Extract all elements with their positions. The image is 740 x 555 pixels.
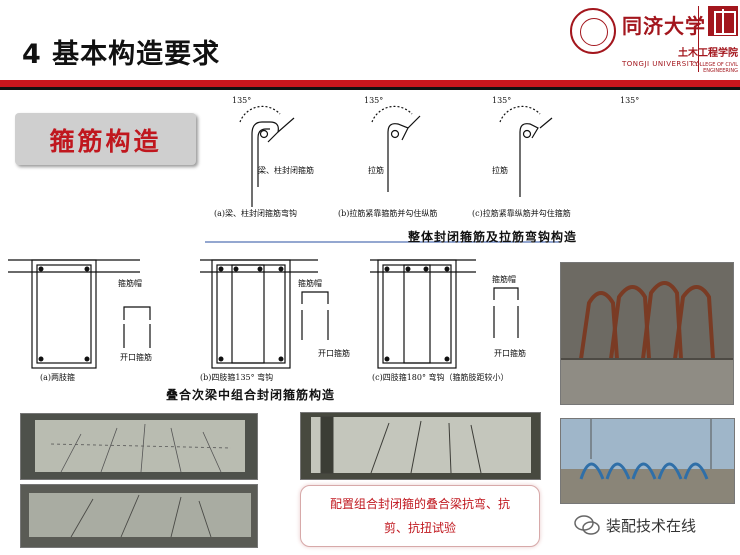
stirrup-drawing-sheet: 135° 135° 135° 135° 梁、柱封闭箍筋 拉筋 拉筋 (a)梁、柱…	[0, 92, 639, 402]
hook-label-b: 拉筋	[368, 166, 384, 175]
rebar-site-photo	[560, 418, 735, 504]
college-emblem-icon	[708, 6, 738, 36]
open-stirrup-label-c: 开口箍筋	[494, 349, 526, 358]
hook-label-c: 拉筋	[492, 166, 508, 175]
cap-label-c: 箍筋帽	[492, 275, 516, 284]
beam-test-photo-1	[20, 413, 258, 480]
hook-caption-b: (b)拉筋紧靠箍筋并勾住纵筋	[338, 209, 438, 218]
rebar-cage-photo	[560, 262, 734, 405]
watermark-text: 装配技术在线	[606, 517, 697, 535]
section-label-box: 箍筋构造	[15, 113, 196, 165]
watermark: 装配技术在线	[574, 510, 740, 544]
test-note-box: 配置组合封闭箍的叠合梁抗弯、抗 剪、抗扭试验	[300, 485, 540, 547]
logo-divider	[698, 6, 699, 72]
university-name-cn: 同济大学	[622, 14, 706, 38]
wechat-icon	[574, 515, 600, 535]
section-caption-a: (a)两肢箍	[40, 373, 76, 382]
beam-test-photo-3	[300, 412, 541, 480]
stirrup-drawing	[8, 105, 560, 369]
university-logos: 同济大学 TONGJI UNIVERSITY 土木工程学院 COLLEGE OF…	[560, 4, 738, 78]
header-black-bar	[0, 87, 740, 90]
test-note-line-2: 剪、抗扭试验	[383, 521, 456, 535]
hook-angle-b: 135°	[364, 96, 384, 105]
hook-caption-c: (c)拉筋紧靠纵筋并勾住箍筋	[472, 209, 571, 218]
hook-angle-d: 135°	[620, 96, 640, 105]
section-caption-b: (b)四肢箍135° 弯钩	[200, 373, 274, 382]
test-note-line-1: 配置组合封闭箍的叠合梁抗弯、抗	[329, 497, 510, 511]
hook-caption-a: (a)梁、柱封闭箍筋弯钩	[214, 209, 298, 218]
cap-label-a: 箍筋帽	[118, 279, 142, 288]
cap-label-b: 箍筋帽	[298, 279, 322, 288]
section-caption-c: (c)四肢箍180° 弯钩（箍筋肢距较小）	[372, 373, 509, 382]
beam-test-photo-2	[20, 484, 258, 548]
hook-angle-a: 135°	[232, 96, 252, 105]
stirrup-section-caption: 叠合次梁中组合封闭箍筋构造	[166, 388, 336, 402]
page-title: 4 基本构造要求	[22, 39, 221, 70]
college-name-cn: 土木工程学院	[678, 48, 738, 59]
header-red-bar	[0, 80, 740, 87]
open-stirrup-label-a: 开口箍筋	[120, 353, 152, 362]
hook-section-caption: 整体封闭箍筋及拉筋弯钩构造	[408, 230, 578, 244]
hook-angle-c: 135°	[492, 96, 512, 105]
college-name-en: COLLEGE OF CIVIL ENGINEERING	[692, 62, 738, 74]
university-name-en: TONGJI UNIVERSITY	[622, 60, 699, 68]
section-label: 箍筋构造	[49, 127, 162, 156]
hook-label-a: 梁、柱封闭箍筋	[258, 166, 314, 175]
open-stirrup-label-b: 开口箍筋	[318, 349, 350, 358]
tongji-seal-icon	[570, 8, 616, 54]
